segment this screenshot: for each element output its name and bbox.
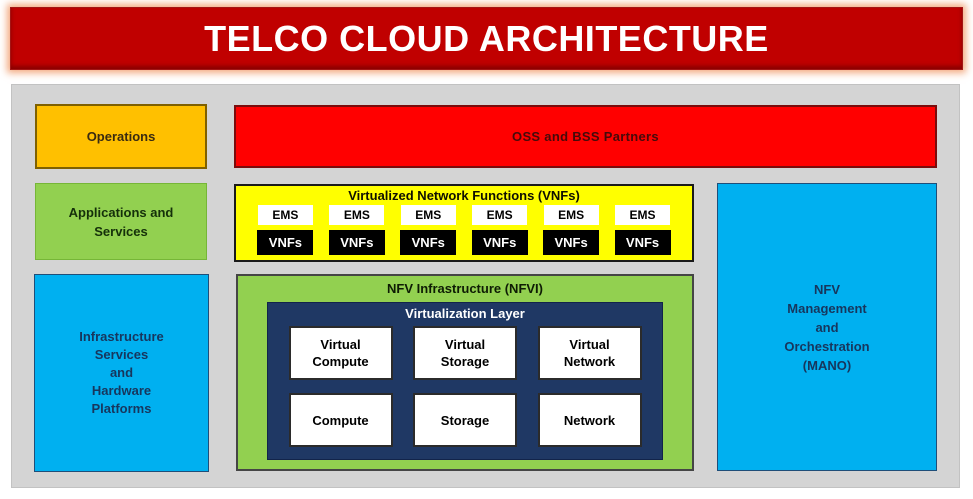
physical-resources-row: Compute Storage Network [268,393,662,447]
nfvi-section-title: NFV Infrastructure (NFVI) [386,281,543,296]
oss-bss-partners-bar: OSS and BSS Partners [234,105,937,168]
virtual-storage-box: Virtual Storage [413,326,517,380]
mano-label-line: (MANO) [802,357,852,373]
operations-box: Operations [35,104,207,169]
vnfs-box: VNFs [257,230,314,255]
virtualization-layer-title: Virtualization Layer [405,306,525,321]
vnf-column: EMS VNFs [257,205,314,255]
ems-box: EMS [543,205,599,225]
virtual-compute-box: Virtual Compute [288,326,393,380]
infrastructure-label-line: and [109,365,134,380]
ems-box: EMS [472,205,528,225]
infrastructure-label-line: Infrastructure [79,329,164,344]
ems-box: EMS [615,205,671,225]
network-box: Network [537,393,642,447]
vnfs-box: VNFs [328,230,385,255]
vnf-column: EMS VNFs [328,205,385,255]
vnfs-box: VNFs [400,230,457,255]
infrastructure-services-box: Infrastructure Services and Hardware Pla… [34,274,209,472]
storage-box: Storage [413,393,517,447]
nfv-mano-box: NFV Management and Orchestration (MANO) [717,183,937,471]
vnfs-box: VNFs [471,230,528,255]
mano-label-line: NFV [814,281,840,297]
virtual-network-box: Virtual Network [537,326,642,380]
mano-label-line: Orchestration [784,338,870,354]
oss-bss-label: OSS and BSS Partners [512,129,659,144]
operations-label: Operations [86,129,156,144]
vnf-section-title: Virtualized Network Functions (VNFs) [348,188,580,203]
ems-box: EMS [329,205,385,225]
applications-label-line: Services [94,223,148,239]
applications-label-line: Applications and [68,204,174,220]
page-title: TELCO CLOUD ARCHITECTURE [204,17,769,59]
ems-box: EMS [257,205,313,225]
infrastructure-label-line: Hardware [91,383,152,398]
vnf-section: Virtualized Network Functions (VNFs) EMS… [234,184,694,262]
title-banner: TELCO CLOUD ARCHITECTURE [10,7,963,70]
compute-box: Compute [288,393,393,447]
ems-box: EMS [400,205,456,225]
vnfs-box: VNFs [543,230,600,255]
nfvi-section: NFV Infrastructure (NFVI) Virtualization… [236,274,694,471]
vnf-column: EMS VNFs [614,205,671,255]
vnf-column: EMS VNFs [543,205,600,255]
infrastructure-label-line: Services [94,347,149,362]
vnf-columns: EMS VNFs EMS VNFs EMS VNFs EMS VNFs EMS [242,205,686,255]
vnfs-box: VNFs [614,230,671,255]
virtual-resources-row: Virtual Compute Virtual Storage Virtual … [268,326,662,380]
infrastructure-label-line: Platforms [91,401,152,416]
vnf-column: EMS VNFs [400,205,457,255]
vnf-column: EMS VNFs [471,205,528,255]
applications-services-box: Applications and Services [35,183,207,260]
diagram-panel: Operations Applications and Services Inf… [11,84,960,488]
mano-label-line: and [815,319,839,335]
virtualization-layer-box: Virtualization Layer Virtual Compute Vir… [267,302,663,460]
mano-label-line: Management [787,300,867,316]
